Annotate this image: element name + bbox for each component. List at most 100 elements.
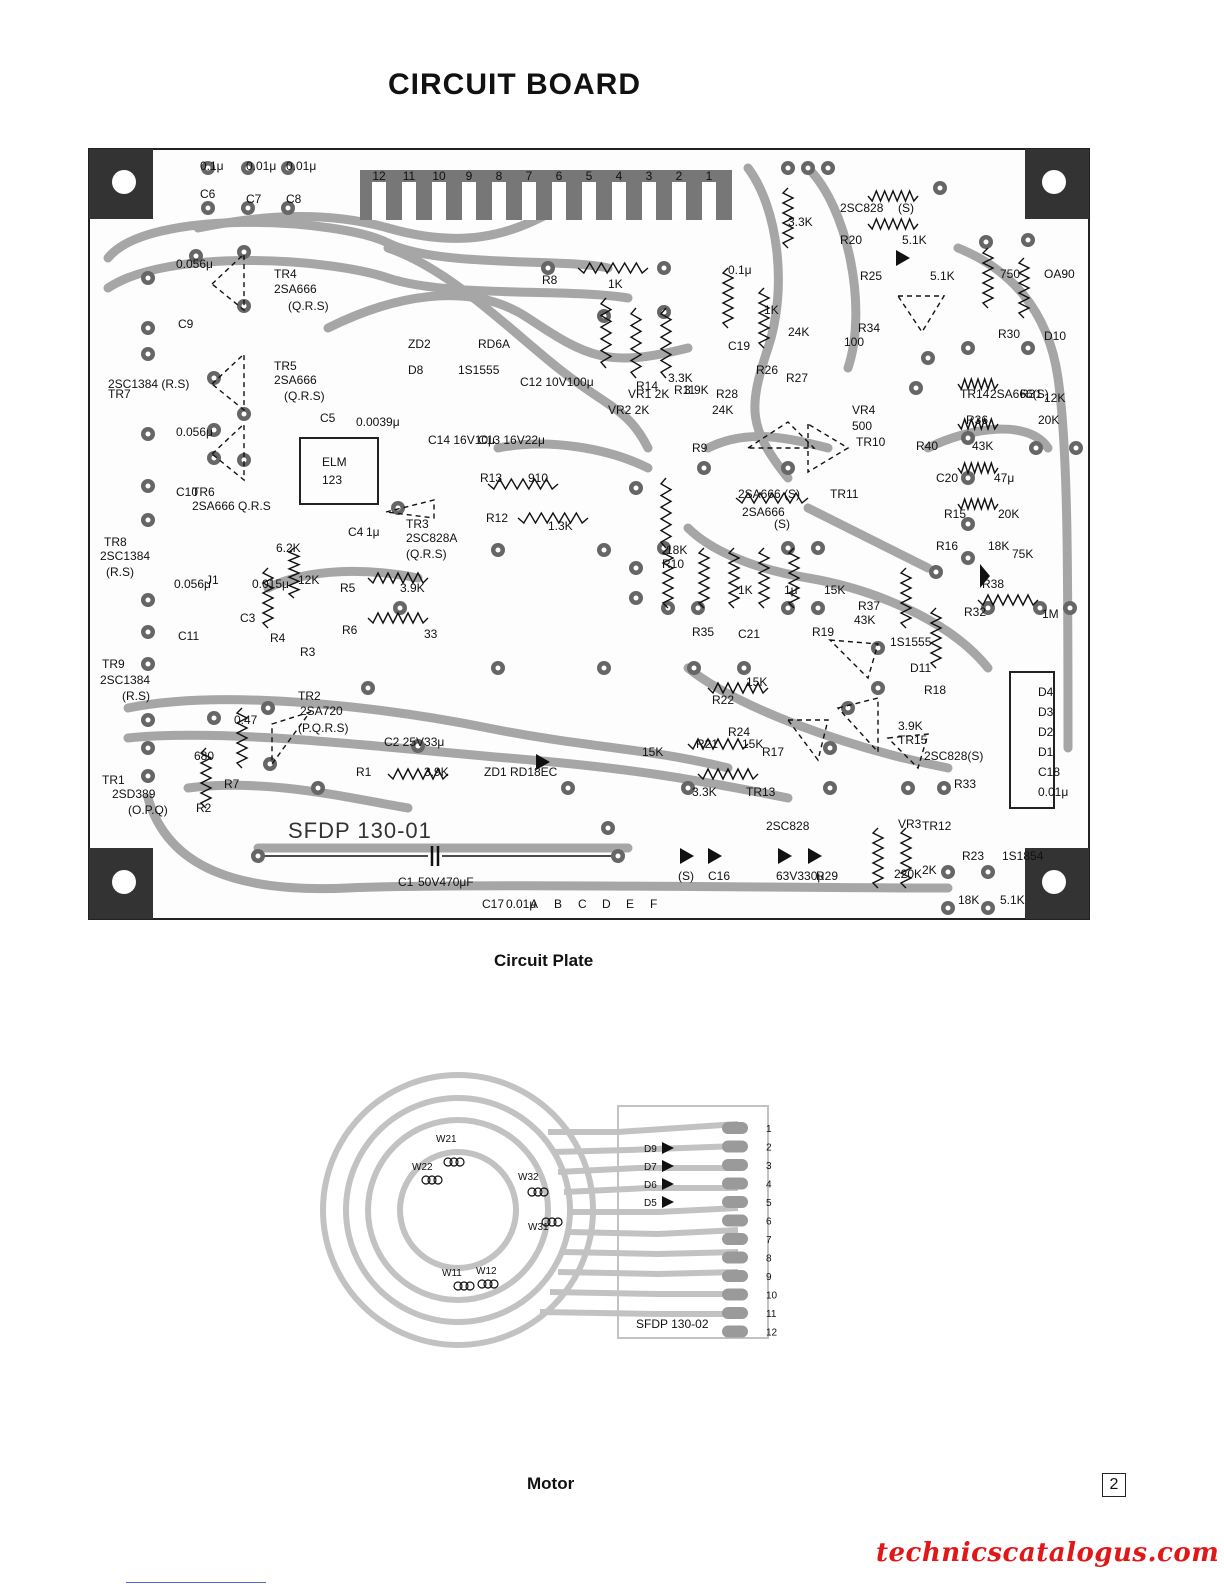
resistor-zigzag [697, 767, 759, 781]
pad-hole [211, 715, 217, 721]
board-label: R30 [998, 327, 1020, 341]
pad-hole [255, 853, 261, 859]
board-label: D [602, 897, 611, 911]
board-label: VR2 2K [608, 403, 649, 417]
board-label: 2SC828(S) [924, 749, 983, 763]
board-label: 2SC1384 [100, 549, 150, 563]
pad-hole [145, 661, 151, 667]
pad-hole [983, 239, 989, 245]
board-label: C17 [482, 897, 504, 911]
pad-hole [495, 665, 501, 671]
pad-hole [245, 165, 251, 171]
board-label: R22 [712, 693, 734, 707]
pads [141, 161, 1083, 915]
board-label: 2K [922, 863, 937, 877]
board-label: 12K [1044, 391, 1065, 405]
connector-pin-label: 4 [616, 169, 623, 183]
board-label: TR7 [108, 387, 131, 401]
board-label: VR4 [852, 403, 876, 417]
board-label: 50V470μF [418, 875, 474, 889]
board-labels: C60.1μC70.01μC80.01μC90.056μTR42SA666(Q.… [100, 159, 1075, 911]
motor-diodes [662, 1142, 674, 1208]
board-label: R9 [692, 441, 708, 455]
board-label: (S) [678, 869, 694, 883]
coil-loop [547, 1217, 557, 1227]
board-label: C2 25V33μ [384, 735, 444, 749]
coil-label: W22 [412, 1162, 433, 1173]
coil-loop [489, 1279, 499, 1289]
board-label: ZD1 [484, 765, 507, 779]
pad-hole [695, 605, 701, 611]
board-label: C1 [398, 875, 414, 889]
pad-hole [615, 853, 621, 859]
motor-pin-pad [722, 1122, 748, 1134]
motor-pin-pad [722, 1251, 748, 1264]
resistor-zigzag [871, 827, 885, 889]
board-label: R12 [486, 511, 508, 525]
board-label: R24 [728, 725, 750, 739]
board-label: (O.P.Q) [128, 803, 168, 817]
pad-hole [145, 517, 151, 523]
board-label: TR4 [274, 267, 297, 281]
board-label: R11 [674, 383, 695, 397]
board-label: ELM [322, 455, 347, 469]
resistor-zigzag [757, 287, 771, 349]
board-label: 43K [972, 439, 993, 453]
board-label: OA90 [1044, 267, 1075, 281]
pad-hole [1025, 345, 1031, 351]
pad-hole [145, 325, 151, 331]
board-label: 2SC1384 [100, 673, 150, 687]
coil-loop [527, 1187, 537, 1197]
output-connector [1009, 671, 1055, 809]
motor-pin-label: 9 [766, 1272, 772, 1283]
board-label: R40 [916, 439, 938, 453]
motor-pin-pad [722, 1214, 748, 1227]
board-outline [88, 148, 1090, 920]
board-label: 2SD389 [112, 787, 156, 801]
pad-hole [315, 785, 321, 791]
board-label: 0.01μ [1038, 785, 1068, 799]
motor-diode-label: D7 [644, 1162, 657, 1173]
board-label: VR3 [898, 817, 922, 831]
transistor-outline [807, 422, 850, 474]
board-label: 0.0039μ [356, 415, 400, 429]
connector-tab [552, 182, 566, 220]
resistor-zigzag [261, 567, 275, 629]
motor-pin-pad [722, 1196, 748, 1208]
board-label: 33 [424, 627, 438, 641]
pad-hole [1037, 605, 1043, 611]
board-label: D10 [1044, 329, 1066, 343]
board-label: 2SC828 [766, 819, 810, 833]
pad-hole [701, 465, 707, 471]
pad-hole [145, 431, 151, 437]
mount-hole-tl [112, 170, 136, 194]
board-label: D8 [408, 363, 424, 377]
board-label: TR5 [274, 359, 297, 373]
board-label: RD18EC [510, 765, 558, 779]
pad-hole [965, 345, 971, 351]
board-label: 3.9K [684, 383, 709, 397]
connector-tab [372, 182, 386, 220]
pad-hole [205, 165, 211, 171]
board-label: TR9 [102, 657, 125, 671]
resistor-zigzag [721, 267, 735, 329]
board-label: TR10 [856, 435, 886, 449]
board-label: 680 [194, 749, 214, 763]
motor-pin-pad [722, 1270, 748, 1282]
pad-hole [937, 185, 943, 191]
resistor-zigzag [867, 217, 919, 231]
board-label: 3.9K [400, 581, 425, 595]
connector-tab [642, 182, 656, 220]
board-label: 20K [1038, 413, 1059, 427]
board-label: 12K [298, 573, 319, 587]
mount-hole-bl [112, 870, 136, 894]
motor-pin-pad [722, 1159, 748, 1171]
pad-hole [845, 705, 851, 711]
board-label: C19 [728, 339, 750, 353]
watermark: technicscatalogus.com [876, 1538, 1220, 1568]
coil-loop [477, 1279, 487, 1289]
pad-hole [945, 905, 951, 911]
pad-hole [1025, 237, 1031, 243]
transistor-outline [745, 421, 816, 449]
